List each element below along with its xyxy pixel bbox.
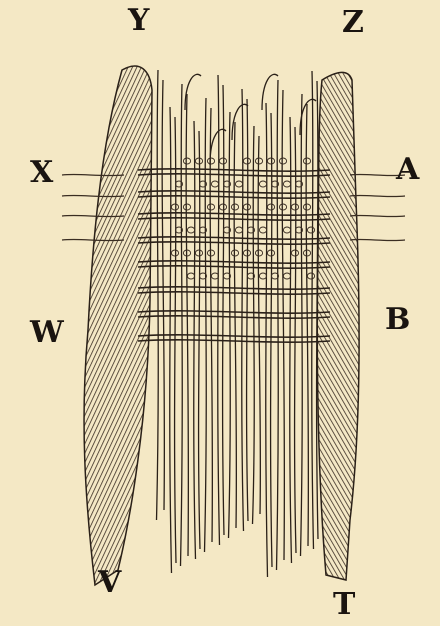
cell-dot [219, 204, 226, 210]
cell-dot [243, 204, 250, 210]
cell-dot [187, 273, 194, 279]
fibre-strand [223, 85, 224, 535]
right-thread-stub [350, 239, 405, 240]
cell-dot [243, 158, 250, 164]
right-thread-stub [350, 195, 405, 196]
cell-dot [291, 250, 298, 256]
fibre-strand [181, 84, 183, 566]
fibre-strand [218, 75, 220, 545]
cell-dot [307, 227, 314, 233]
fibre-strand [282, 90, 284, 560]
cell-dot [283, 273, 290, 279]
weft-thread [138, 335, 330, 337]
label-a: A [396, 155, 419, 185]
cell-dot [231, 204, 238, 210]
weft-thread [138, 316, 330, 318]
cell-dot [303, 204, 310, 210]
label-y: Y [128, 6, 149, 36]
fibre-strand [301, 94, 303, 556]
fibre-strand [157, 70, 159, 520]
cell-dot [283, 227, 290, 233]
cell-dot [307, 273, 314, 279]
label-b: B [385, 305, 410, 335]
cell-dot [183, 158, 190, 164]
fibre-strand [242, 89, 244, 531]
fibre-strand [186, 94, 188, 556]
label-w: W [30, 318, 64, 348]
label-z: Z [342, 8, 364, 38]
cell-dot [259, 181, 266, 187]
vertical-fibres [157, 70, 319, 577]
cell-dot [235, 227, 242, 233]
fibre-strand [253, 126, 255, 524]
cell-dot [303, 158, 310, 164]
cell-dot [291, 204, 298, 210]
cell-dot [211, 273, 218, 279]
fibre-strand [229, 112, 231, 538]
cell-dot [195, 250, 202, 256]
cell-dot [259, 227, 266, 233]
fibre-strand [247, 99, 248, 521]
cell-dot [259, 273, 266, 279]
cell-dot [283, 181, 290, 187]
cell-dot [207, 204, 214, 210]
fibre-curl [262, 74, 278, 110]
cell-dot [211, 181, 218, 187]
label-x: X [30, 158, 53, 188]
cell-dot [219, 158, 226, 164]
fibre-strand [277, 80, 279, 570]
cell-dot [207, 158, 214, 164]
label-t: T [333, 590, 355, 620]
label-v: V [98, 568, 121, 598]
fibre-strand [162, 80, 164, 510]
fibre-strand [266, 103, 268, 577]
fibre-strand [271, 113, 272, 567]
right-thread-stub [350, 215, 405, 216]
fibre-strand [210, 108, 212, 542]
cell-dot [267, 204, 274, 210]
fibre-strand [295, 127, 296, 553]
cell-dot [235, 181, 242, 187]
fibre-strand [312, 71, 314, 549]
cell-dot [171, 204, 178, 210]
cell-dot [187, 227, 194, 233]
weft-thread [138, 340, 330, 342]
weft-thread [138, 311, 330, 313]
cell-dot [279, 158, 286, 164]
fibre-strand [205, 98, 207, 552]
left-bark-band [84, 66, 152, 585]
right-bark-band [317, 72, 359, 580]
